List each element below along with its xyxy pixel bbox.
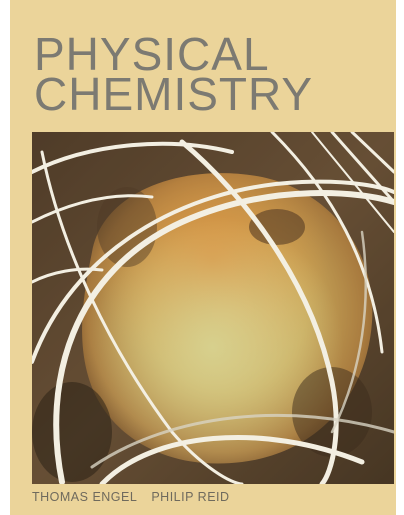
author-name: PHILIP REID xyxy=(151,490,230,504)
authors-line: THOMAS ENGEL PHILIP REID xyxy=(32,490,230,504)
title-line-2: CHEMISTRY xyxy=(34,68,314,120)
cover-artwork xyxy=(32,132,394,484)
book-cover: PHYSICAL CHEMISTRY xyxy=(10,0,396,515)
author-name: THOMAS ENGEL xyxy=(32,490,138,504)
abstract-painting-icon xyxy=(32,132,394,484)
title-line-1: PHYSICAL xyxy=(34,28,270,80)
